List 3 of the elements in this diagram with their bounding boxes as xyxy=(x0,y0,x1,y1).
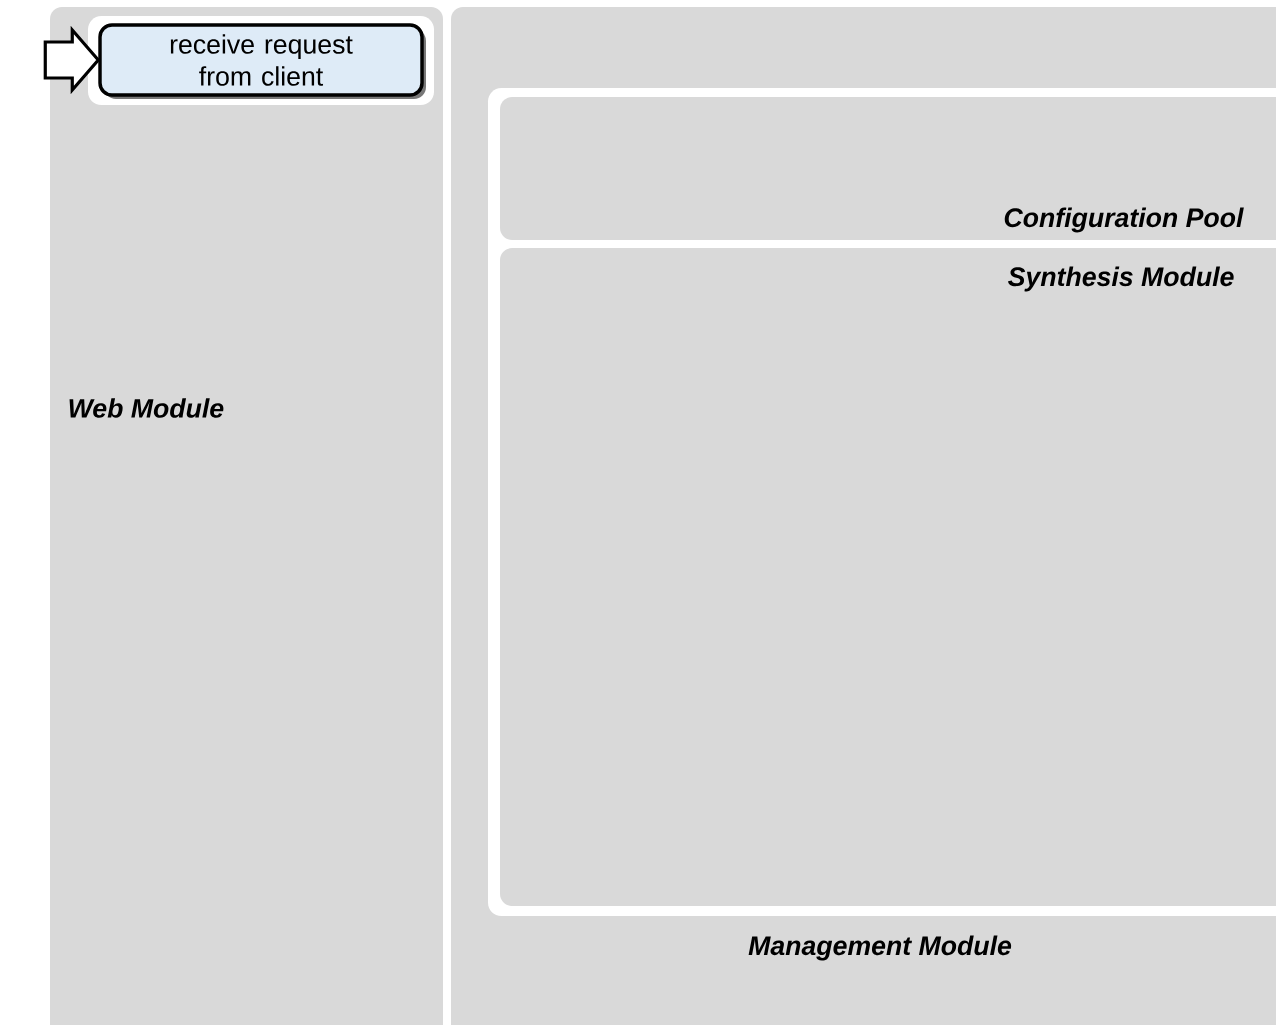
process-box: receive request from client xyxy=(98,23,426,99)
module-panel: Configuration Pool xyxy=(500,97,1276,240)
module-panel: Synthesis Module xyxy=(500,248,1276,906)
